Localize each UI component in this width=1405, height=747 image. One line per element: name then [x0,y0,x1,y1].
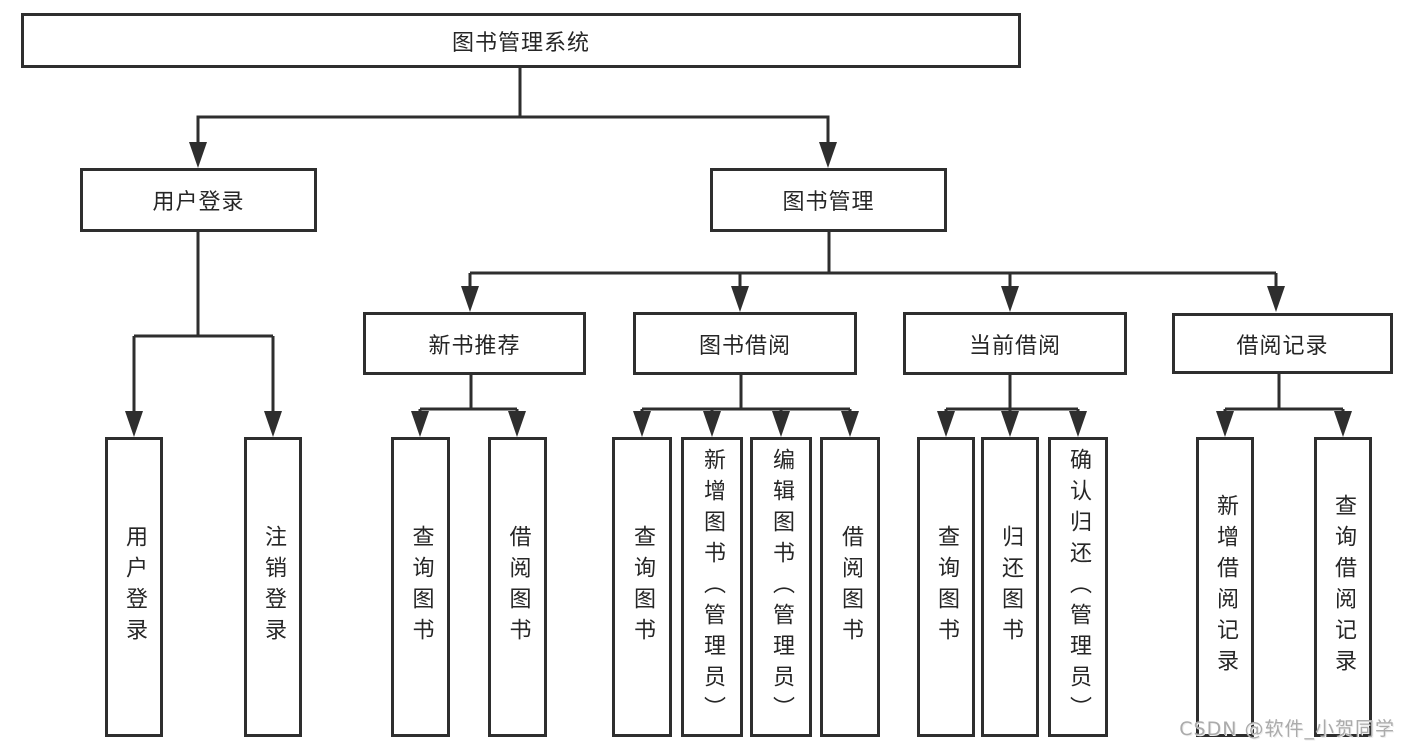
leaf-confirm-return-admin: 确认归还（管理员） [1048,437,1108,737]
leaf-logout-label: 注销登录 [261,525,286,649]
node-borrow-record: 借阅记录 [1172,313,1393,374]
leaf-borrow-books-recommend-label: 借阅图书 [505,525,531,649]
leaf-user-login: 用户登录 [105,437,163,737]
node-book-management-label: 图书管理 [782,190,875,215]
node-user-login-label: 用户登录 [152,190,245,215]
leaf-confirm-return-admin-label: 确认归还（管理员） [1066,447,1091,727]
node-current-borrow: 当前借阅 [903,312,1127,375]
leaf-return-books: 归还图书 [981,437,1039,737]
leaf-user-login-label: 用户登录 [122,525,147,649]
node-borrow-record-label: 借阅记录 [1236,333,1329,359]
node-library-system: 图书管理系统 [21,13,1021,68]
leaf-add-books-admin: 新增图书（管理员） [681,437,743,737]
node-new-book-recommend-label: 新书推荐 [428,333,521,359]
leaf-add-borrow-record-label: 新增借阅记录 [1213,494,1238,680]
node-user-login: 用户登录 [80,168,317,232]
leaf-query-books-current-label: 查询图书 [934,525,959,649]
leaf-query-borrow-record-label: 查询借阅记录 [1331,494,1356,680]
leaf-edit-books-admin: 编辑图书（管理员） [750,437,812,737]
leaf-query-books-borrow-label: 查询图书 [630,525,655,649]
leaf-add-books-admin-label: 新增图书（管理员） [700,447,725,727]
leaf-query-borrow-record: 查询借阅记录 [1314,437,1372,737]
leaf-borrow-books-recommend: 借阅图书 [488,437,547,737]
node-library-system-label: 图书管理系统 [451,30,590,56]
leaf-return-books-label: 归还图书 [998,525,1023,649]
leaf-query-books-recommend-label: 查询图书 [408,525,434,649]
node-book-management: 图书管理 [710,168,947,232]
leaf-add-borrow-record: 新增借阅记录 [1196,437,1254,737]
node-book-borrow-label: 图书借阅 [698,333,791,359]
leaf-query-books-borrow: 查询图书 [612,437,672,737]
arrowheads [125,142,1352,437]
leaf-edit-books-admin-label: 编辑图书（管理员） [769,447,794,727]
node-book-borrow: 图书借阅 [633,312,857,375]
leaf-borrow-books: 借阅图书 [820,437,880,737]
csdn-watermark: CSDN @软件_小贺同学 [1179,718,1395,740]
node-new-book-recommend: 新书推荐 [363,312,586,375]
leaf-query-books-recommend: 查询图书 [391,437,450,737]
leaf-borrow-books-label: 借阅图书 [838,525,863,649]
node-current-borrow-label: 当前借阅 [968,333,1061,359]
leaf-logout: 注销登录 [244,437,302,737]
leaf-query-books-current: 查询图书 [917,437,975,737]
